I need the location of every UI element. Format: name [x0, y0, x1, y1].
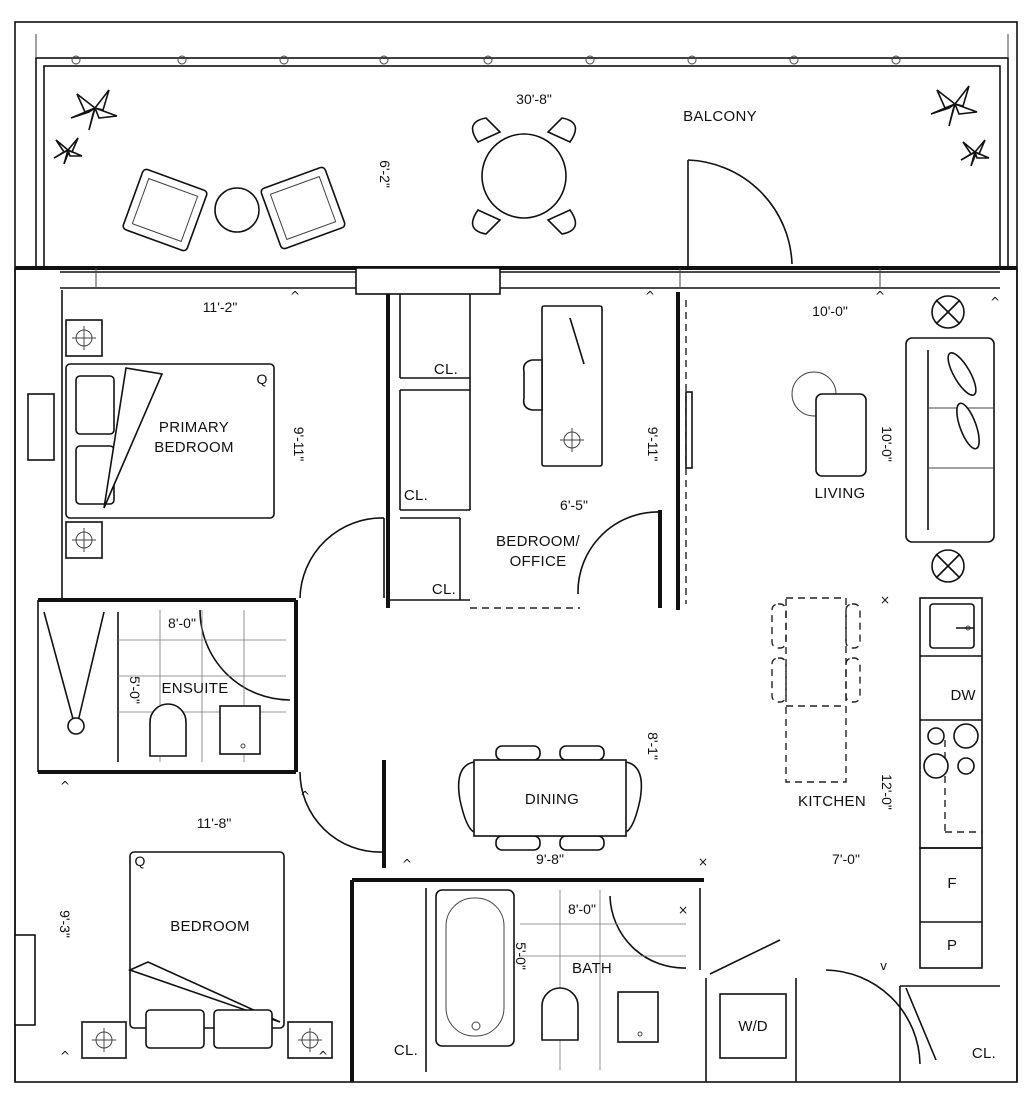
office-label-1: BEDROOM/ — [496, 533, 581, 550]
lounge-chair — [260, 166, 346, 250]
dimension-label: 6'-2" — [377, 160, 393, 188]
side-table — [214, 187, 260, 233]
dimension-label: 5'-0" — [513, 942, 529, 970]
kitchen-island — [771, 597, 861, 783]
office-label-2: OFFICE — [510, 553, 567, 570]
balcony-table — [471, 117, 577, 235]
dimension-label: 9'-11" — [291, 427, 307, 462]
svg-text:^: ^ — [875, 289, 885, 303]
interior-walls — [37, 290, 1000, 1082]
closet-labels: CL. CL. CL. CL. CL. — [394, 361, 996, 1062]
dimension-label: 11'-8" — [197, 815, 232, 831]
dimension-labels: 30'-8" 6'-2" 11'-2" 9'-11" 6'-5" 9'-11" … — [57, 91, 895, 970]
dimension-label: 8'-1" — [645, 732, 661, 760]
nightstand — [287, 1021, 333, 1059]
dimension-label: 6'-5" — [560, 497, 588, 513]
bed-marker: Q — [135, 853, 146, 869]
vanity — [219, 705, 261, 755]
bed-markers: Q Q — [135, 371, 268, 869]
lounge-chair — [122, 168, 208, 252]
desk — [522, 305, 603, 467]
dimension-label: 9'-8" — [536, 851, 564, 867]
dimension-label: 30'-8" — [516, 91, 552, 107]
lamp-icon — [931, 295, 965, 329]
cooktop — [923, 723, 979, 779]
toilet — [541, 987, 579, 1041]
dining-table — [457, 745, 643, 851]
closet-label: CL. — [434, 361, 458, 378]
kitchen-label: KITCHEN — [798, 793, 866, 810]
nightstand — [65, 521, 103, 559]
ceiling-markers: ^ ^ ^ ^ ^ ^ ^ ^ ^ × × × v — [60, 289, 1000, 1063]
plant-icon — [960, 139, 990, 167]
closet-label: CL. — [972, 1045, 996, 1062]
primary-bedroom-label-1: PRIMARY — [159, 419, 229, 436]
vanity — [617, 991, 659, 1043]
ensuite-label: ENSUITE — [161, 680, 228, 697]
living-label: LIVING — [815, 485, 866, 502]
svg-text:×: × — [678, 903, 688, 917]
dimension-label: 12'-0" — [879, 774, 895, 810]
tv — [685, 391, 693, 469]
bed — [127, 851, 285, 1049]
plant-icon — [70, 89, 118, 131]
window-unit — [27, 393, 55, 461]
exterior-walls — [14, 21, 1018, 1083]
coffee-table — [791, 371, 867, 477]
nightstand — [81, 1021, 127, 1059]
svg-text:×: × — [880, 593, 890, 607]
svg-text:^: ^ — [990, 295, 1000, 309]
sofa — [905, 337, 995, 543]
bath-label: BATH — [572, 960, 612, 977]
svg-text:^: ^ — [402, 857, 412, 871]
shower — [43, 611, 105, 735]
plant-icon — [930, 85, 978, 127]
plant-icon — [53, 137, 83, 165]
appliance-labels: DW F P W/D — [738, 687, 976, 1035]
washer-dryer — [719, 993, 787, 1059]
svg-text:v: v — [880, 959, 887, 973]
svg-text:^: ^ — [60, 779, 70, 793]
dimension-label: 10'-0" — [879, 426, 895, 462]
dishwasher-label: DW — [951, 687, 977, 704]
closet-label: CL. — [404, 487, 428, 504]
svg-text:^: ^ — [318, 1049, 328, 1063]
bathtub — [435, 889, 515, 1047]
primary-bed — [65, 363, 275, 519]
dining-label: DINING — [525, 791, 579, 808]
fridge-label: F — [947, 875, 956, 892]
nightstand — [65, 319, 103, 357]
svg-text:^: ^ — [290, 289, 300, 303]
dimension-label: 9'-3" — [57, 910, 73, 938]
washer-dryer-label: W/D — [738, 1018, 767, 1035]
balcony-railing — [71, 55, 901, 65]
svg-text:^: ^ — [300, 789, 310, 803]
lamp-icon — [931, 549, 965, 583]
bedroom-label: BEDROOM — [170, 918, 250, 935]
svg-text:^: ^ — [60, 1049, 70, 1063]
closet-label: CL. — [432, 581, 456, 598]
svg-text:^: ^ — [645, 289, 655, 303]
balcony-door — [687, 159, 793, 268]
room-labels: BALCONY PRIMARY BEDROOM BEDROOM/ OFFICE … — [154, 108, 866, 977]
dimension-label: 10'-0" — [812, 303, 848, 319]
dimension-label: 9'-11" — [645, 427, 661, 462]
toilet — [149, 703, 187, 757]
dimension-label: 5'-0" — [127, 676, 143, 704]
dimension-label: 7'-0" — [832, 851, 860, 867]
dimension-label: 11'-2" — [203, 299, 238, 315]
sink — [929, 603, 975, 649]
bed-marker: Q — [257, 371, 268, 387]
balcony-label: BALCONY — [683, 108, 757, 125]
dimension-label: 8'-0" — [168, 615, 196, 631]
pantry-label: P — [947, 937, 957, 954]
svg-text:×: × — [698, 855, 708, 869]
bath-tiles — [520, 890, 686, 1070]
closet-label: CL. — [394, 1042, 418, 1059]
dimension-label: 8'-0" — [568, 901, 596, 917]
primary-bedroom-label-2: BEDROOM — [154, 439, 234, 456]
